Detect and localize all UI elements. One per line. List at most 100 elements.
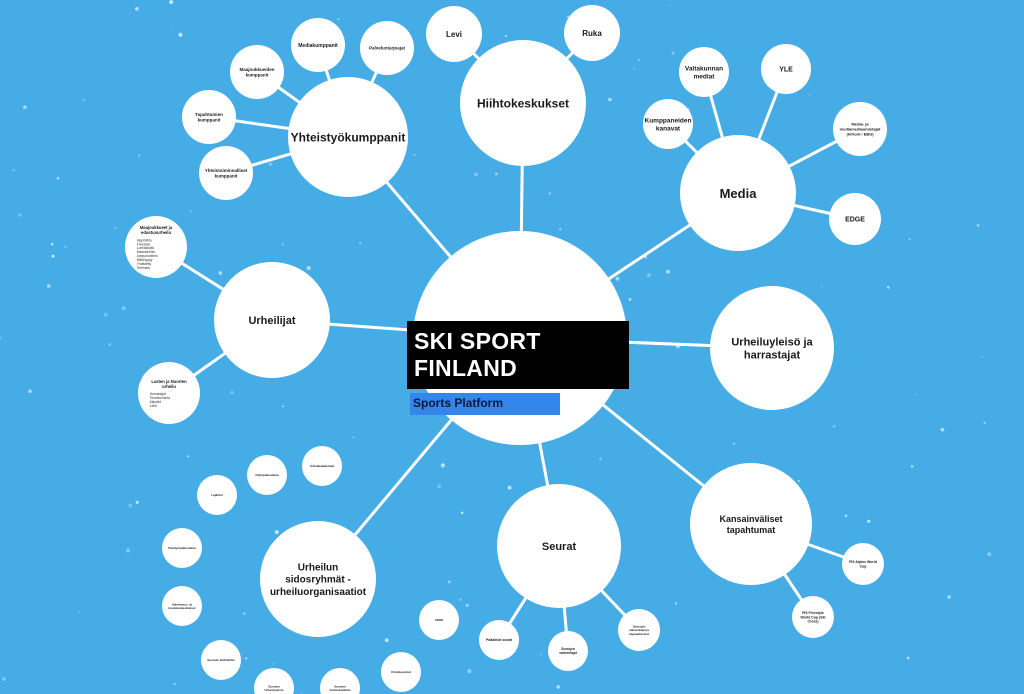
node-label-urheiluakatemiat: Urheiluakatemiat [310,464,334,468]
node-label-palveluntarjoajat: Palveluntarjoajat [369,46,406,51]
node-urheilijat[interactable]: Urheilijat [214,262,330,378]
node-urheiluakatemiat[interactable]: Urheiluakatemiat [302,446,342,486]
node-media[interactable]: Media [680,135,796,251]
background-dot [887,286,890,289]
node-label-edge: EDGE [845,217,865,224]
background-dot [128,503,133,508]
background-dot [906,656,910,660]
background-dot [808,93,811,96]
node-circle-kumppaneiden [643,99,693,149]
background-dot [440,463,445,468]
background-dot [459,598,463,601]
node-sidos-e[interactable]: ADDE [419,600,459,640]
node-mediakumppanit[interactable]: Mediakumppanit [291,18,345,72]
background-dot [300,692,303,694]
node-label-mediakumppanit: Mediakumppanit [298,43,338,49]
background-dot [646,273,651,278]
background-dot [135,500,139,504]
main-title[interactable]: SKI SPORT FINLAND [407,321,629,389]
background-dot [23,105,27,109]
node-circle-lajiliitot [197,475,237,515]
background-dot [306,266,311,271]
node-sidos-d[interactable]: Urheiluopistot [381,652,421,692]
node-yle[interactable]: YLE [761,44,811,94]
background-dot [103,312,108,317]
node-circle-kansainvaliset [690,463,812,585]
node-olympiakomitea[interactable]: Olympiakomitea [247,455,287,495]
node-palveluntarjoajat[interactable]: Palveluntarjoajat [360,21,414,75]
node-paralympia[interactable]: Paralympiakomitea [162,528,202,568]
background-dot [437,484,441,489]
background-dot [504,34,508,38]
node-label-media: Media [720,186,758,201]
node-seurat-a[interactable]: Paikalliset seurat [479,620,519,660]
background-dot [615,276,620,281]
node-circle-seurat-c [618,609,660,651]
node-levi[interactable]: Levi [426,6,482,62]
node-circle-sidos-b [254,668,294,694]
background-dot [352,436,355,439]
background-dot [274,530,279,535]
background-dot [671,51,675,55]
background-dot [0,336,2,340]
node-label-yhteistyo: Yhteistyökumppanit [291,130,406,144]
node-circle-urheilijat [214,262,330,378]
background-dot [940,427,945,432]
background-dot [413,153,416,157]
node-label-seurat: Seurat [542,541,577,553]
node-sidos-a[interactable]: Suomen Hiihtoliitto [201,640,241,680]
background-dot [666,269,670,274]
background-dot [465,603,469,608]
background-dot [548,192,551,195]
background-dot [507,485,512,490]
background-dot [976,224,980,227]
node-circle-olympiakomitea [247,455,287,495]
background-dot [608,97,612,102]
node-circle-tapahtumien [182,90,236,144]
background-dot [51,254,55,258]
background-dot [448,580,451,584]
node-ruka[interactable]: Ruka [564,5,620,61]
node-yhteistyo[interactable]: Yhteistyökumppanit [288,77,408,197]
background-dot [832,424,836,428]
main-title-line1: SKI SPORT [414,328,541,354]
node-circle-mediakumppanit [291,18,345,72]
background-dot [12,169,15,172]
subtitle-badge[interactable]: Sports Platform [410,393,560,415]
node-lajiliitot[interactable]: Lajiliitot [197,475,237,515]
node-edge[interactable]: EDGE [829,193,881,245]
node-seurat[interactable]: Seurat [497,484,621,608]
background-dot [178,32,183,37]
node-circle-lasten [138,362,200,424]
background-dot [272,663,274,665]
background-dot [337,18,340,20]
node-hiihtokeskukset[interactable]: Hiihtokeskukset [460,40,586,166]
node-label-seurat-a: Paikalliset seurat [486,638,513,642]
background-dot [384,638,389,643]
background-dot [135,7,139,11]
